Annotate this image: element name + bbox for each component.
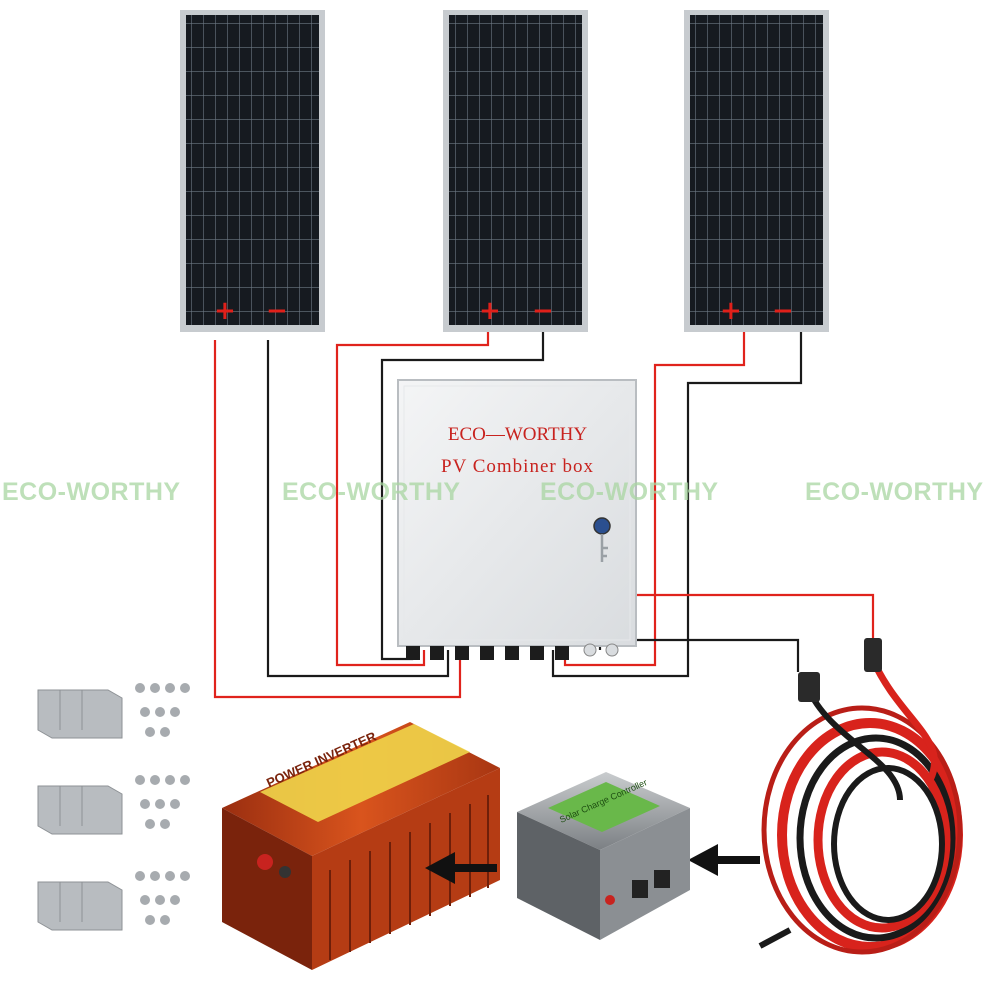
watermark: ECO-WORTHY bbox=[2, 478, 181, 506]
panel-1-positive-mark: + bbox=[214, 296, 236, 326]
wire-panel3-negative bbox=[551, 332, 803, 678]
power-inverter bbox=[222, 722, 500, 970]
solar-panel-1 bbox=[180, 10, 325, 332]
mounting-bracket-set-2 bbox=[37, 775, 190, 835]
cable-glands bbox=[406, 643, 619, 660]
mounting-bracket-set-3 bbox=[37, 871, 190, 931]
key-icon bbox=[600, 534, 608, 562]
mc4-connector-icon bbox=[798, 638, 882, 702]
watermark: ECO-WORTHY bbox=[282, 478, 461, 506]
watermark: ECO-WORTHY bbox=[540, 478, 719, 506]
arrow-left-icon bbox=[425, 852, 497, 884]
watermark: ECO-WORTHY bbox=[805, 478, 984, 506]
combiner-box bbox=[397, 379, 637, 660]
solar-panel-2 bbox=[443, 10, 588, 332]
cable-coil bbox=[758, 658, 963, 955]
solar-panel-3 bbox=[684, 10, 829, 332]
combiner-box-label: PV Combiner box bbox=[441, 456, 594, 477]
panel-3-negative-mark: − bbox=[772, 296, 794, 326]
panel-1-negative-mark: − bbox=[266, 296, 288, 326]
mounting-bracket-set-1 bbox=[37, 683, 190, 739]
combiner-box-brand: ECO—WORTHY bbox=[447, 424, 588, 445]
panel-2-negative-mark: − bbox=[532, 296, 554, 326]
wire-panel2-positive bbox=[335, 332, 490, 667]
panel-3-positive-mark: + bbox=[720, 296, 742, 326]
charge-controller bbox=[517, 772, 690, 940]
lock-icon bbox=[593, 517, 611, 535]
wire-panel3-positive bbox=[563, 332, 746, 667]
panel-2-positive-mark: + bbox=[479, 296, 501, 326]
arrow-left-icon bbox=[688, 844, 760, 876]
wire-panel1-positive bbox=[213, 340, 462, 699]
wire-panel1-negative bbox=[266, 340, 450, 678]
